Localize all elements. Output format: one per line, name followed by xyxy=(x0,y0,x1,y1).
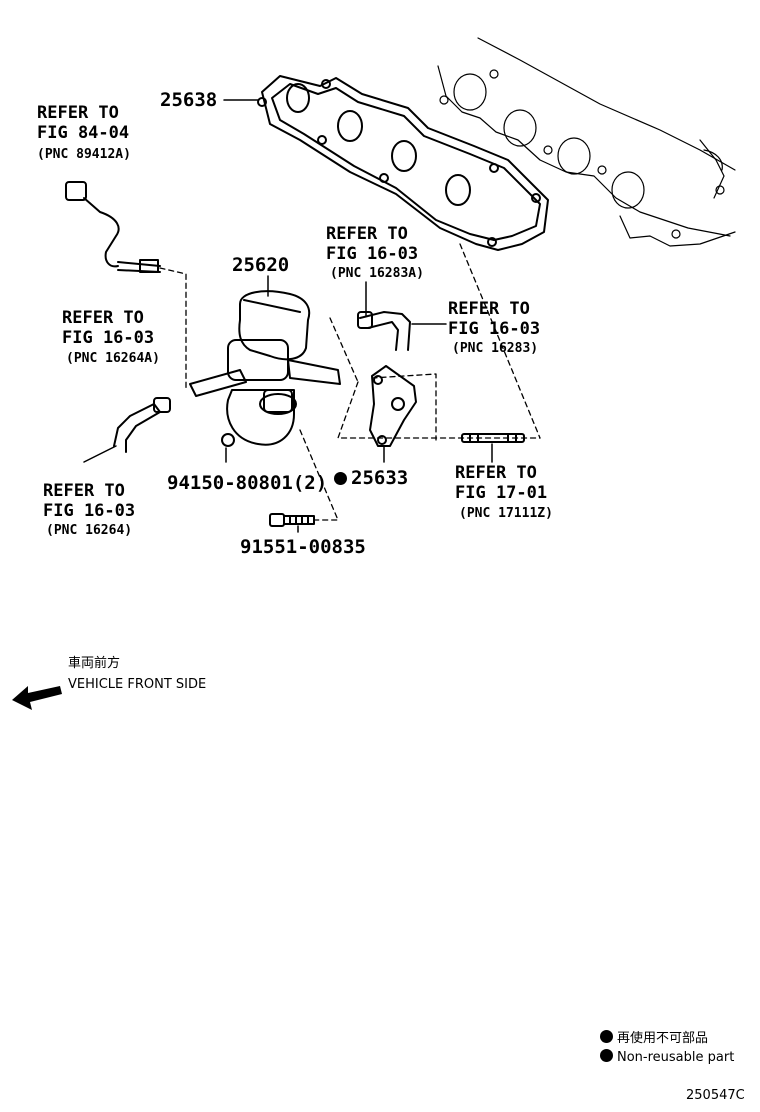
oxygen-sensor-drawing xyxy=(65,181,161,273)
part-number-25620[interactable]: 25620 xyxy=(232,254,290,276)
legend-en-text: Non-reusable part xyxy=(617,1050,735,1065)
refer-pnc: (PNC 16283A) xyxy=(330,266,424,281)
direction-label-en: VEHICLE FRONT SIDE xyxy=(68,677,207,692)
label-leader-lines xyxy=(83,99,493,533)
refer-line2: FIG 16-03 xyxy=(326,244,419,264)
part-number-91551-00835[interactable]: 91551-00835 xyxy=(240,536,366,558)
part-number-94150-80801[interactable]: 94150-80801(2) xyxy=(167,472,328,494)
refer-pnc: (PNC 89412A) xyxy=(37,147,131,162)
figure-code: 250547C xyxy=(686,1088,745,1103)
refer-line2: FIG 17-01 xyxy=(455,483,548,503)
refer-pnc: (PNC 17111Z) xyxy=(459,506,553,521)
refer-line2: FIG 84-04 xyxy=(37,123,130,143)
part-number-25633-text: 25633 xyxy=(351,467,409,489)
part-number-25638[interactable]: 25638 xyxy=(160,89,218,111)
legend-dot-icon xyxy=(600,1049,613,1062)
front-direction-arrow-icon xyxy=(12,686,62,710)
legend-jp: 再使用不可部品 xyxy=(600,1030,708,1047)
legend-jp-text: 再使用不可部品 xyxy=(617,1031,709,1046)
hose-upper-drawing xyxy=(357,311,411,351)
refer-pnc: (PNC 16283) xyxy=(452,341,539,356)
refer-line2: FIG 16-03 xyxy=(448,319,541,339)
refer-line2: FIG 16-03 xyxy=(43,501,136,521)
refer-line2: FIG 16-03 xyxy=(62,328,155,348)
refer-line1: REFER TO xyxy=(37,103,119,123)
legend-en: Non-reusable part xyxy=(600,1049,734,1066)
dashed-leader-lines xyxy=(159,243,541,521)
stud-bolt-drawing xyxy=(461,433,525,443)
refer-pnc: (PNC 16264) xyxy=(46,523,133,538)
refer-line1: REFER TO xyxy=(43,481,125,501)
egr-gasket-drawing xyxy=(369,365,417,447)
legend-dot-icon xyxy=(600,1030,613,1043)
refer-line1: REFER TO xyxy=(448,299,530,319)
refer-line1: REFER TO xyxy=(455,463,537,483)
cylinder-head-drawing xyxy=(437,37,736,247)
direction-label-jp: 車両前方 xyxy=(68,656,121,671)
part-number-25633[interactable]: 25633 xyxy=(334,467,408,489)
hose-lower-drawing xyxy=(113,397,171,453)
refer-line1: REFER TO xyxy=(326,224,408,244)
refer-pnc: (PNC 16264A) xyxy=(66,351,160,366)
bolt-drawing xyxy=(269,513,315,527)
non-reusable-dot-icon xyxy=(334,472,347,485)
egr-valve-drawing xyxy=(189,290,341,447)
manifold-gasket-drawing xyxy=(257,75,549,251)
refer-line1: REFER TO xyxy=(62,308,144,328)
